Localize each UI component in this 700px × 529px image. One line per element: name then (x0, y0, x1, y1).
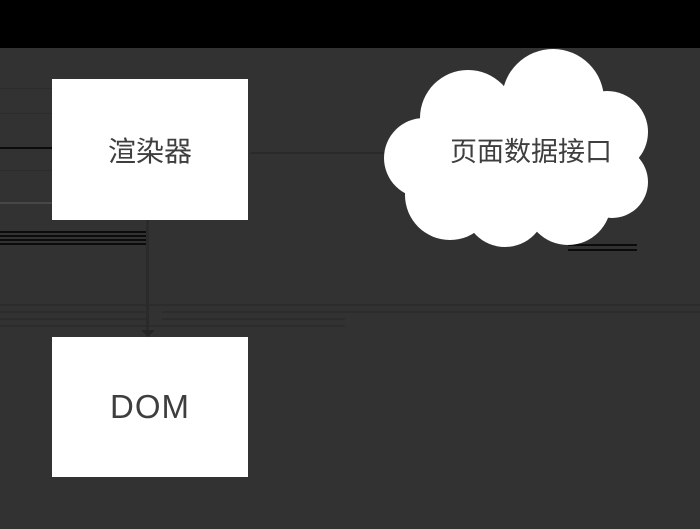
artifact-line (0, 311, 146, 313)
cloud-icon (384, 49, 648, 247)
page-data-interface-node: 页面数据接口 (384, 48, 656, 248)
arrowhead-icon (141, 330, 155, 337)
artifact-line (0, 318, 146, 320)
dom-node-label: DOM (110, 388, 190, 425)
artifact-line (0, 239, 149, 241)
artifact-line (0, 231, 149, 233)
artifact-line (0, 202, 53, 204)
artifact-line (0, 304, 700, 306)
connector-renderer-to-interface (250, 152, 388, 154)
artifact-line (0, 235, 149, 237)
artifact-line (0, 170, 53, 171)
artifact-line (0, 88, 53, 89)
artifact-line (0, 325, 345, 327)
artifact-line (0, 243, 149, 245)
renderer-node-label: 渲染器 (107, 135, 192, 167)
artifact-line (0, 147, 53, 149)
top-letterbox-band (0, 0, 700, 48)
dom-node: DOM (52, 337, 248, 477)
connector-renderer-to-dom (146, 220, 149, 330)
artifact-line (568, 244, 637, 246)
artifact-line (162, 311, 700, 313)
artifact-line (568, 249, 637, 251)
renderer-node: 渲染器 (52, 79, 248, 220)
page-data-interface-label: 页面数据接口 (450, 136, 612, 167)
artifact-line (162, 318, 345, 320)
artifact-line (0, 113, 53, 114)
